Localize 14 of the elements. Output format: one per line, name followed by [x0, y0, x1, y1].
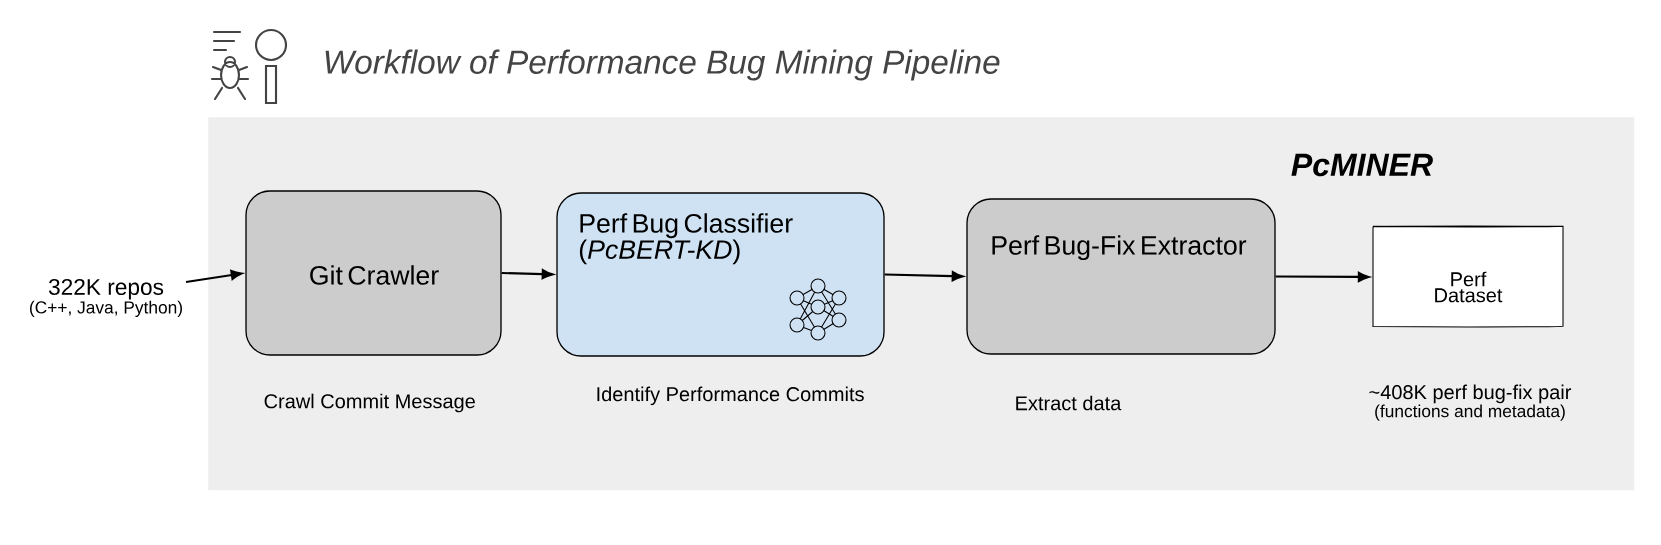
node-label: ~408K perf bug-fix pair (functions and metadata) — [1369, 384, 1572, 421]
process-box: Git Crawler — [245, 190, 502, 356]
node-label: Identify Performance Commits — [597, 386, 864, 406]
title: Workflow of Performance Bug Mining Pipeline — [325, 49, 1000, 81]
arrow — [501, 269, 554, 280]
arrow — [1275, 271, 1370, 283]
node-label: Crawl Commit Message — [264, 393, 475, 413]
arrow — [884, 271, 964, 282]
process-box: Perf Bug-Fix Extractor — [966, 198, 1276, 355]
database-cylinder: Perf Dataset — [1372, 225, 1564, 328]
process-box: Perf Bug Classifier (PcBERT-KD) — [556, 192, 885, 357]
arrow — [185, 269, 243, 284]
source-label: 322K repos (C++, Java, Python) — [30, 279, 182, 317]
node-label: Extract data — [1016, 395, 1122, 411]
